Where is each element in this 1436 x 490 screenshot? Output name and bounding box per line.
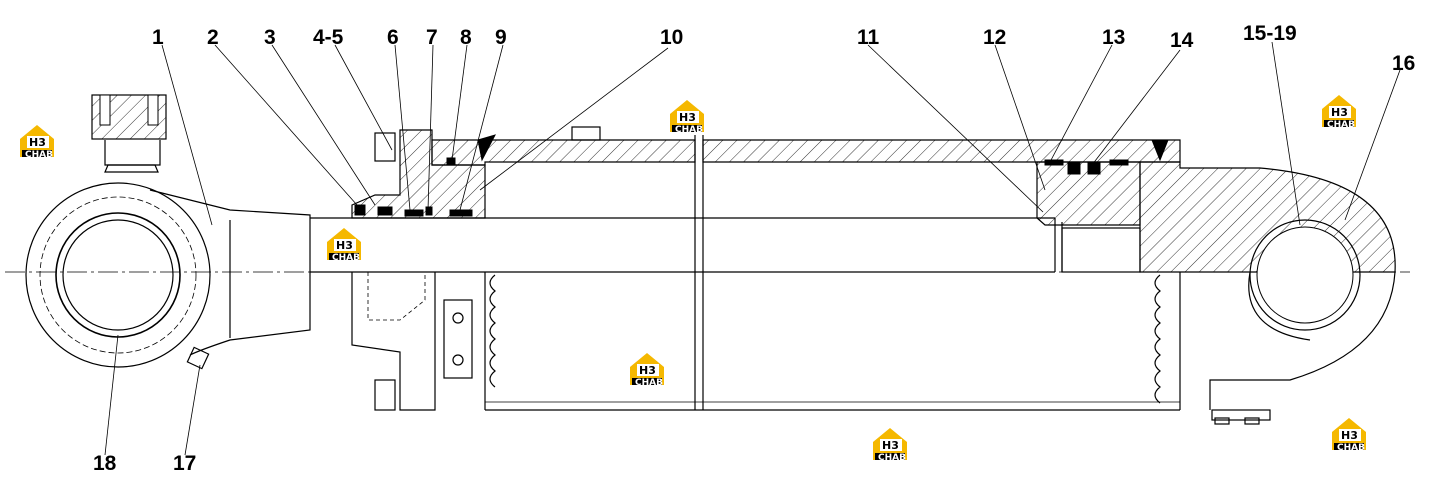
cylinder-barrel [431,126,1181,411]
callout-10: 10 [660,26,683,49]
h3-logo-icon: H3 CHAB [670,100,704,135]
callout-7: 7 [426,26,438,49]
svg-text:H3: H3 [679,111,696,124]
svg-text:CHAB: CHAB [635,378,663,388]
leader-lines [104,41,1401,456]
svg-text:CHAB: CHAB [1337,443,1365,453]
cylinder-head [351,129,486,411]
svg-text:CHAB: CHAB [25,150,53,160]
watermarks: H3 CHAB H3 CHAB H3 CHAB H3 CHAB [20,95,1366,463]
callout-16: 16 [1392,52,1415,75]
svg-text:CHAB: CHAB [878,453,906,463]
callout-3: 3 [264,26,276,49]
svg-text:H3: H3 [1331,106,1348,119]
callout-9: 9 [495,26,507,49]
svg-text:CHAB: CHAB [332,253,360,263]
h3-logo-icon: H3 CHAB [1332,418,1366,453]
svg-text:H3: H3 [29,136,46,149]
callouts: 1 2 3 4-5 6 7 8 9 10 11 12 13 14 15-19 1… [93,22,1415,475]
svg-text:H3: H3 [1341,429,1358,442]
callout-18: 18 [93,452,117,475]
callout-17: 17 [173,452,196,475]
callout-1: 1 [152,26,164,49]
callout-6: 6 [387,26,399,49]
callout-13: 13 [1102,26,1125,49]
callout-8: 8 [460,26,472,49]
callout-12: 12 [983,26,1006,49]
callout-15-19: 15-19 [1243,22,1297,45]
svg-text:CHAB: CHAB [675,125,703,135]
h3-logo-icon: H3 CHAB [873,428,907,463]
callout-2: 2 [207,26,219,49]
h3-logo-icon: H3 CHAB [1322,95,1356,130]
rod-eye [25,94,311,370]
h3-logo-icon: H3 CHAB [327,228,361,263]
svg-text:H3: H3 [882,439,899,452]
h3-logo-icon: H3 CHAB [630,353,664,388]
piston-rod [310,217,1063,273]
svg-text:H3: H3 [336,239,353,252]
cylinder-base [1139,161,1396,425]
svg-text:H3: H3 [639,364,656,377]
h3-logo-icon: H3 CHAB [20,125,54,160]
callout-4-5: 4-5 [313,26,344,49]
svg-text:CHAB: CHAB [1327,120,1355,130]
callout-14: 14 [1170,29,1194,52]
piston [1036,159,1141,273]
callout-11: 11 [857,26,880,49]
